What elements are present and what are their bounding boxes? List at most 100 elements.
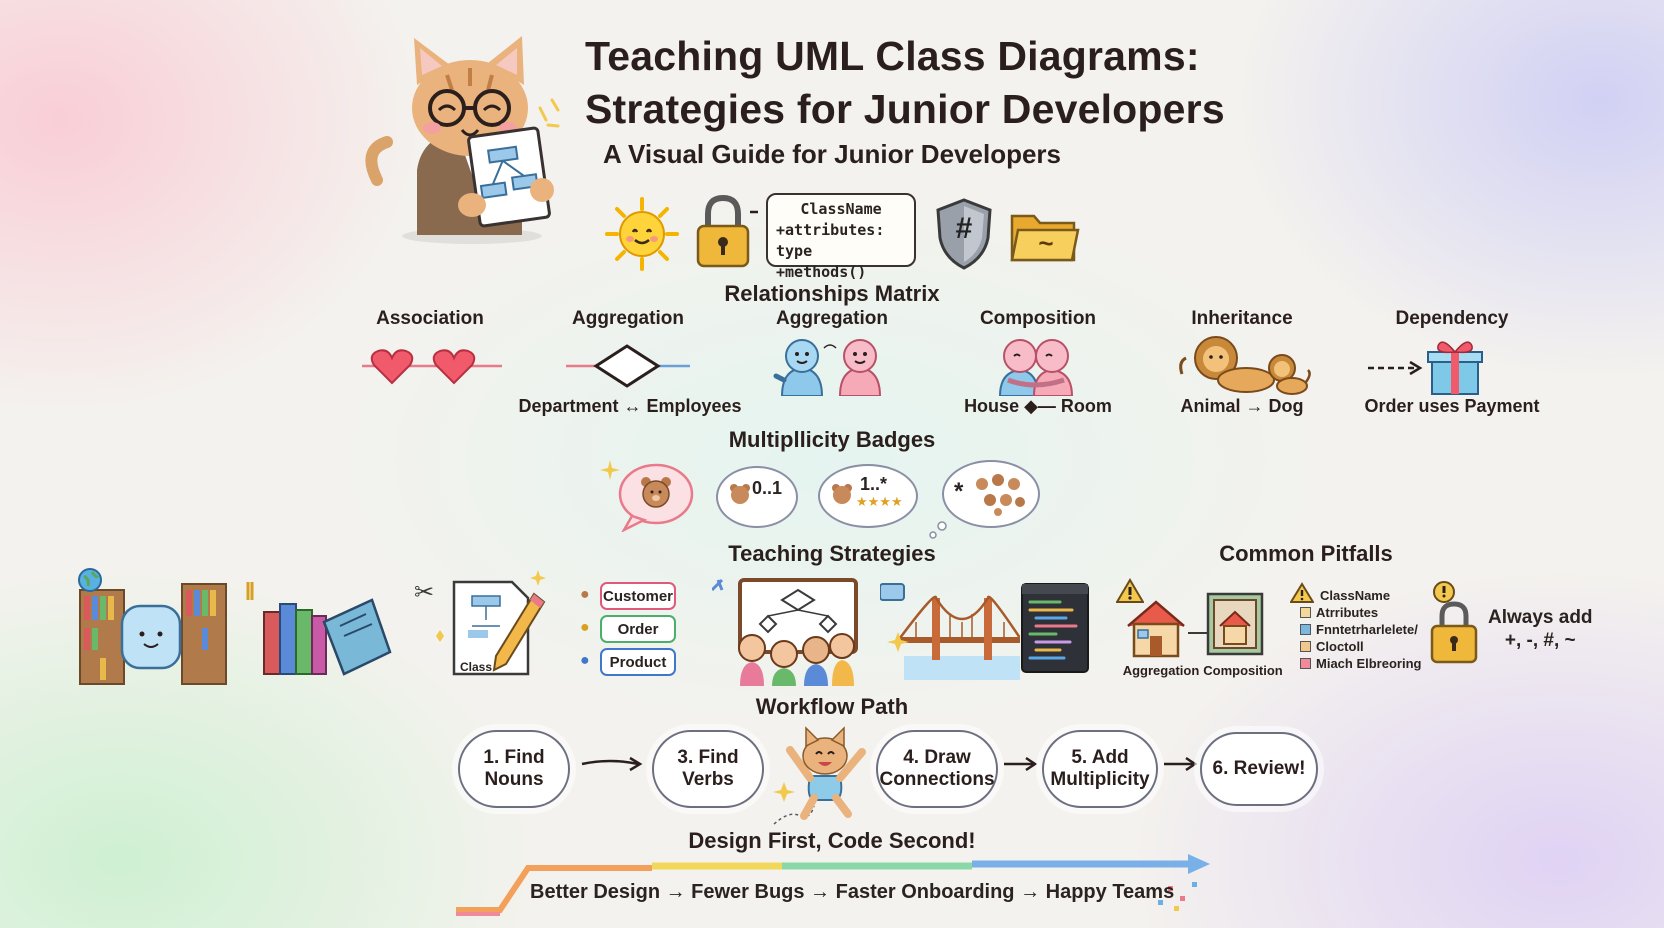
step-1-line-1: 1. Find [483,747,545,768]
folder-icon: ~ [1008,206,1080,266]
relationships-heading: Relationships Matrix [724,281,940,306]
lock-icon [690,192,760,272]
scissors-icon: ✂ [414,579,435,606]
rel-label-dependency: Dependency [1395,308,1509,329]
bear-icon [730,484,750,504]
bear-one-badge [614,462,694,533]
pitfalls-heading: Common Pitfalls [1219,541,1393,566]
sparkle-icon [600,460,620,480]
uml-class-box: ClassName +attributes: type +methods() [766,193,916,281]
tag-product: Product [600,648,676,676]
padlock-icon [1426,578,1482,666]
benefits-banner: Better Design → Fewer Bugs → Faster Onbo… [530,881,1175,903]
pitfalls-list: ClassName Atrributes Fnntetrharlelete/ C… [1300,587,1421,672]
pitfall-text: Atrributes [1316,605,1379,620]
motto: Design First, Code Second! [688,828,976,853]
step-5-line-1: 6. Review! [1212,758,1306,779]
rel-label-inheritance: Inheritance [1191,308,1293,329]
tag-order: Order [600,615,676,643]
step-2-line-2: Verbs [682,769,734,790]
multiplicity-heading: Multipllicity Badges [728,427,936,452]
arrow-icon-3 [1164,756,1198,772]
title-line-2: Strategies for Junior Developers [585,86,1225,132]
checkbox-icon [1300,607,1311,618]
pitfall-item: ClassName [1300,587,1421,604]
step-3-line-1: 4. Draw [903,747,971,768]
library-icon [72,568,232,688]
sketch-paper-icon [432,570,552,682]
step-1-line-2: Nouns [484,769,544,790]
heart-icon [362,345,502,387]
stars-icon: ★★★★ [856,494,903,509]
bear-icon [832,484,852,504]
checkbox-icon [1300,641,1311,652]
protected-symbol: # [955,212,973,245]
pitfall-item: Miach Elbreoring [1300,655,1421,672]
shield-icon: # [932,196,996,272]
always-add-note: Always add +, -, #, ~ [1488,606,1593,652]
strategies-heading: Teaching Strategies [728,541,936,566]
jumping-cat-icon [770,720,876,826]
books-icon [244,582,394,678]
tag-customer: Customer [600,582,676,610]
checkbox-icon [1300,624,1311,635]
rel-caption-dependency: Order uses Payment [1364,396,1540,416]
thought-dots [929,521,947,539]
pitfall-caption-aggregation: Aggregation [1122,663,1200,678]
diamond-icon [566,342,690,390]
multiplicity-zero-one: 0..1 [752,478,783,498]
multiplicity-many: * [954,478,964,505]
rel-label-aggregation: Aggregation [572,308,684,329]
rel-caption-aggregation: Department ↔ Employees [518,396,742,416]
sun-icon [604,196,680,272]
friends-icon [772,334,892,397]
step-2-line-1: 3. Find [677,747,739,768]
lion-family-icon [1176,334,1312,396]
whiteboard-kids-icon [710,576,864,686]
rel-caption-composition: House ◆— Room [964,396,1112,416]
rel-caption-inheritance: Animal → Dog [1180,396,1304,416]
pitfall-caption-composition: Composition [1203,663,1283,678]
bear-crowd-icon [976,474,1025,516]
globe-emoji-icon: ● [580,652,590,669]
always-add-line-2: +, -, #, ~ [1504,630,1576,651]
tag-list: ● Customer ● Order ● Product [580,582,680,682]
step-4-line-2: Multiplicity [1050,769,1150,790]
arrow-icon-2 [1004,756,1038,772]
code-editor-icon [1020,582,1090,674]
bear-emoji-icon: ● [580,586,590,603]
gift-icon [1366,334,1486,396]
workflow-step-5: 6. Review! [1200,732,1318,806]
rel-label-association: Association [376,308,484,329]
rel-label-composition: Composition [979,308,1097,329]
arrow-icon [581,756,643,772]
hugging-icon [994,334,1078,397]
pitfall-text: Miach Elbreoring [1316,656,1422,671]
checkbox-icon [1300,658,1311,669]
aggregation-link [1188,632,1208,634]
warning-icon-2 [1289,582,1315,609]
always-add-line-1: Always add [1488,607,1593,628]
house-icon [1124,598,1188,658]
pitfall-text: Cloctoll [1316,639,1364,654]
pitfall-text: ClassName [1320,588,1391,603]
bear-emoji-icon-2: ● [580,619,590,636]
page-subtitle: A Visual Guide for Junior Developers [602,139,1061,169]
pitfall-text: Fnntetrharlelete/ [1316,622,1418,637]
pitfall-item: Cloctoll [1300,638,1421,655]
pitfall-item: Atrributes [1300,604,1421,621]
rel-label-aggregation-2: Aggregation [776,308,888,329]
class-methods: +methods() [776,263,867,281]
room-frame-icon [1206,592,1264,656]
doc-class-label: Class [460,660,493,674]
multiplicity-many-badge [942,460,1040,528]
package-symbol: ~ [1038,228,1054,258]
class-attributes: +attributes: type [776,221,885,260]
bridge-icon [879,580,1022,680]
page-title: Teaching UML Class Diagrams: Strategies … [585,30,1225,136]
multiplicity-zero-one-badge [716,466,798,528]
